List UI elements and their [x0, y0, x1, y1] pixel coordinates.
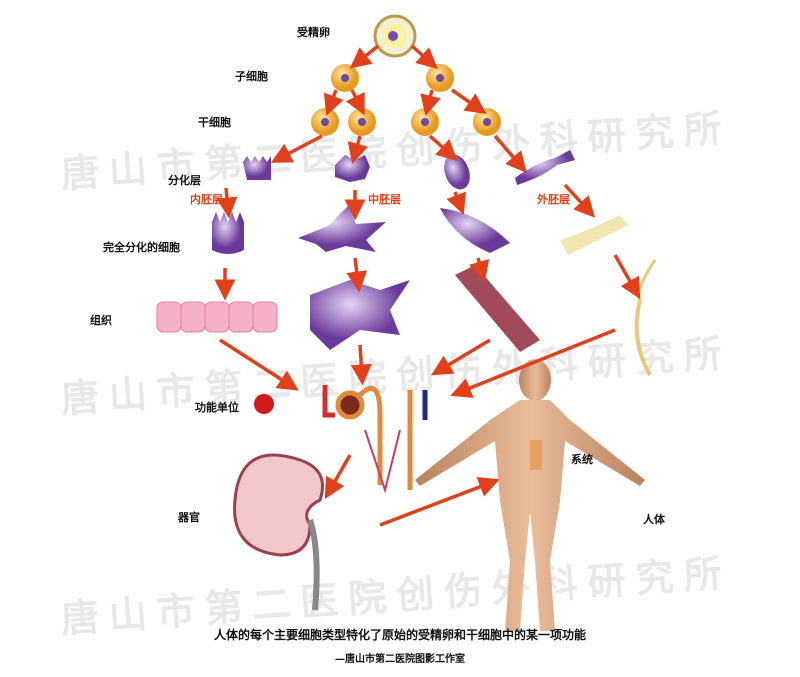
label-ectoderm: 外胚层: [537, 193, 570, 206]
label-human-body: 人体: [643, 513, 665, 526]
label-system: 系统: [571, 453, 593, 466]
functional-unit-icon: [254, 394, 274, 414]
label-stem-cells: 干细胞: [198, 116, 231, 129]
arrows: [214, 44, 641, 527]
label-mesoderm: 中胚层: [368, 193, 401, 206]
label-tissue: 组织: [90, 314, 112, 327]
caption-credit: —唐山市第二医院图影工作室: [335, 654, 465, 665]
label-endoderm: 内胚层: [190, 193, 223, 206]
label-functional-unit: 功能单位: [195, 401, 239, 414]
label-organ: 器官: [178, 511, 200, 524]
caption-main: 人体的每个主要细胞类型特化了原始的受精卵和干细胞中的某一项功能: [213, 628, 586, 642]
differentiated-cells: [212, 206, 628, 255]
zygote-cell: [373, 14, 417, 58]
label-differentiated-cells: 完全分化的细胞: [103, 241, 180, 254]
nephron: [322, 385, 428, 494]
label-germ-layers: 分化层: [168, 174, 201, 187]
human-body: [415, 359, 645, 631]
kidney: [233, 453, 324, 611]
daughter-cells: [311, 64, 501, 136]
label-daughter-cells: 子细胞: [235, 70, 268, 83]
label-zygote: 受精卵: [297, 26, 330, 39]
germ-layer-cells: [243, 150, 575, 190]
tissues: [156, 259, 657, 376]
